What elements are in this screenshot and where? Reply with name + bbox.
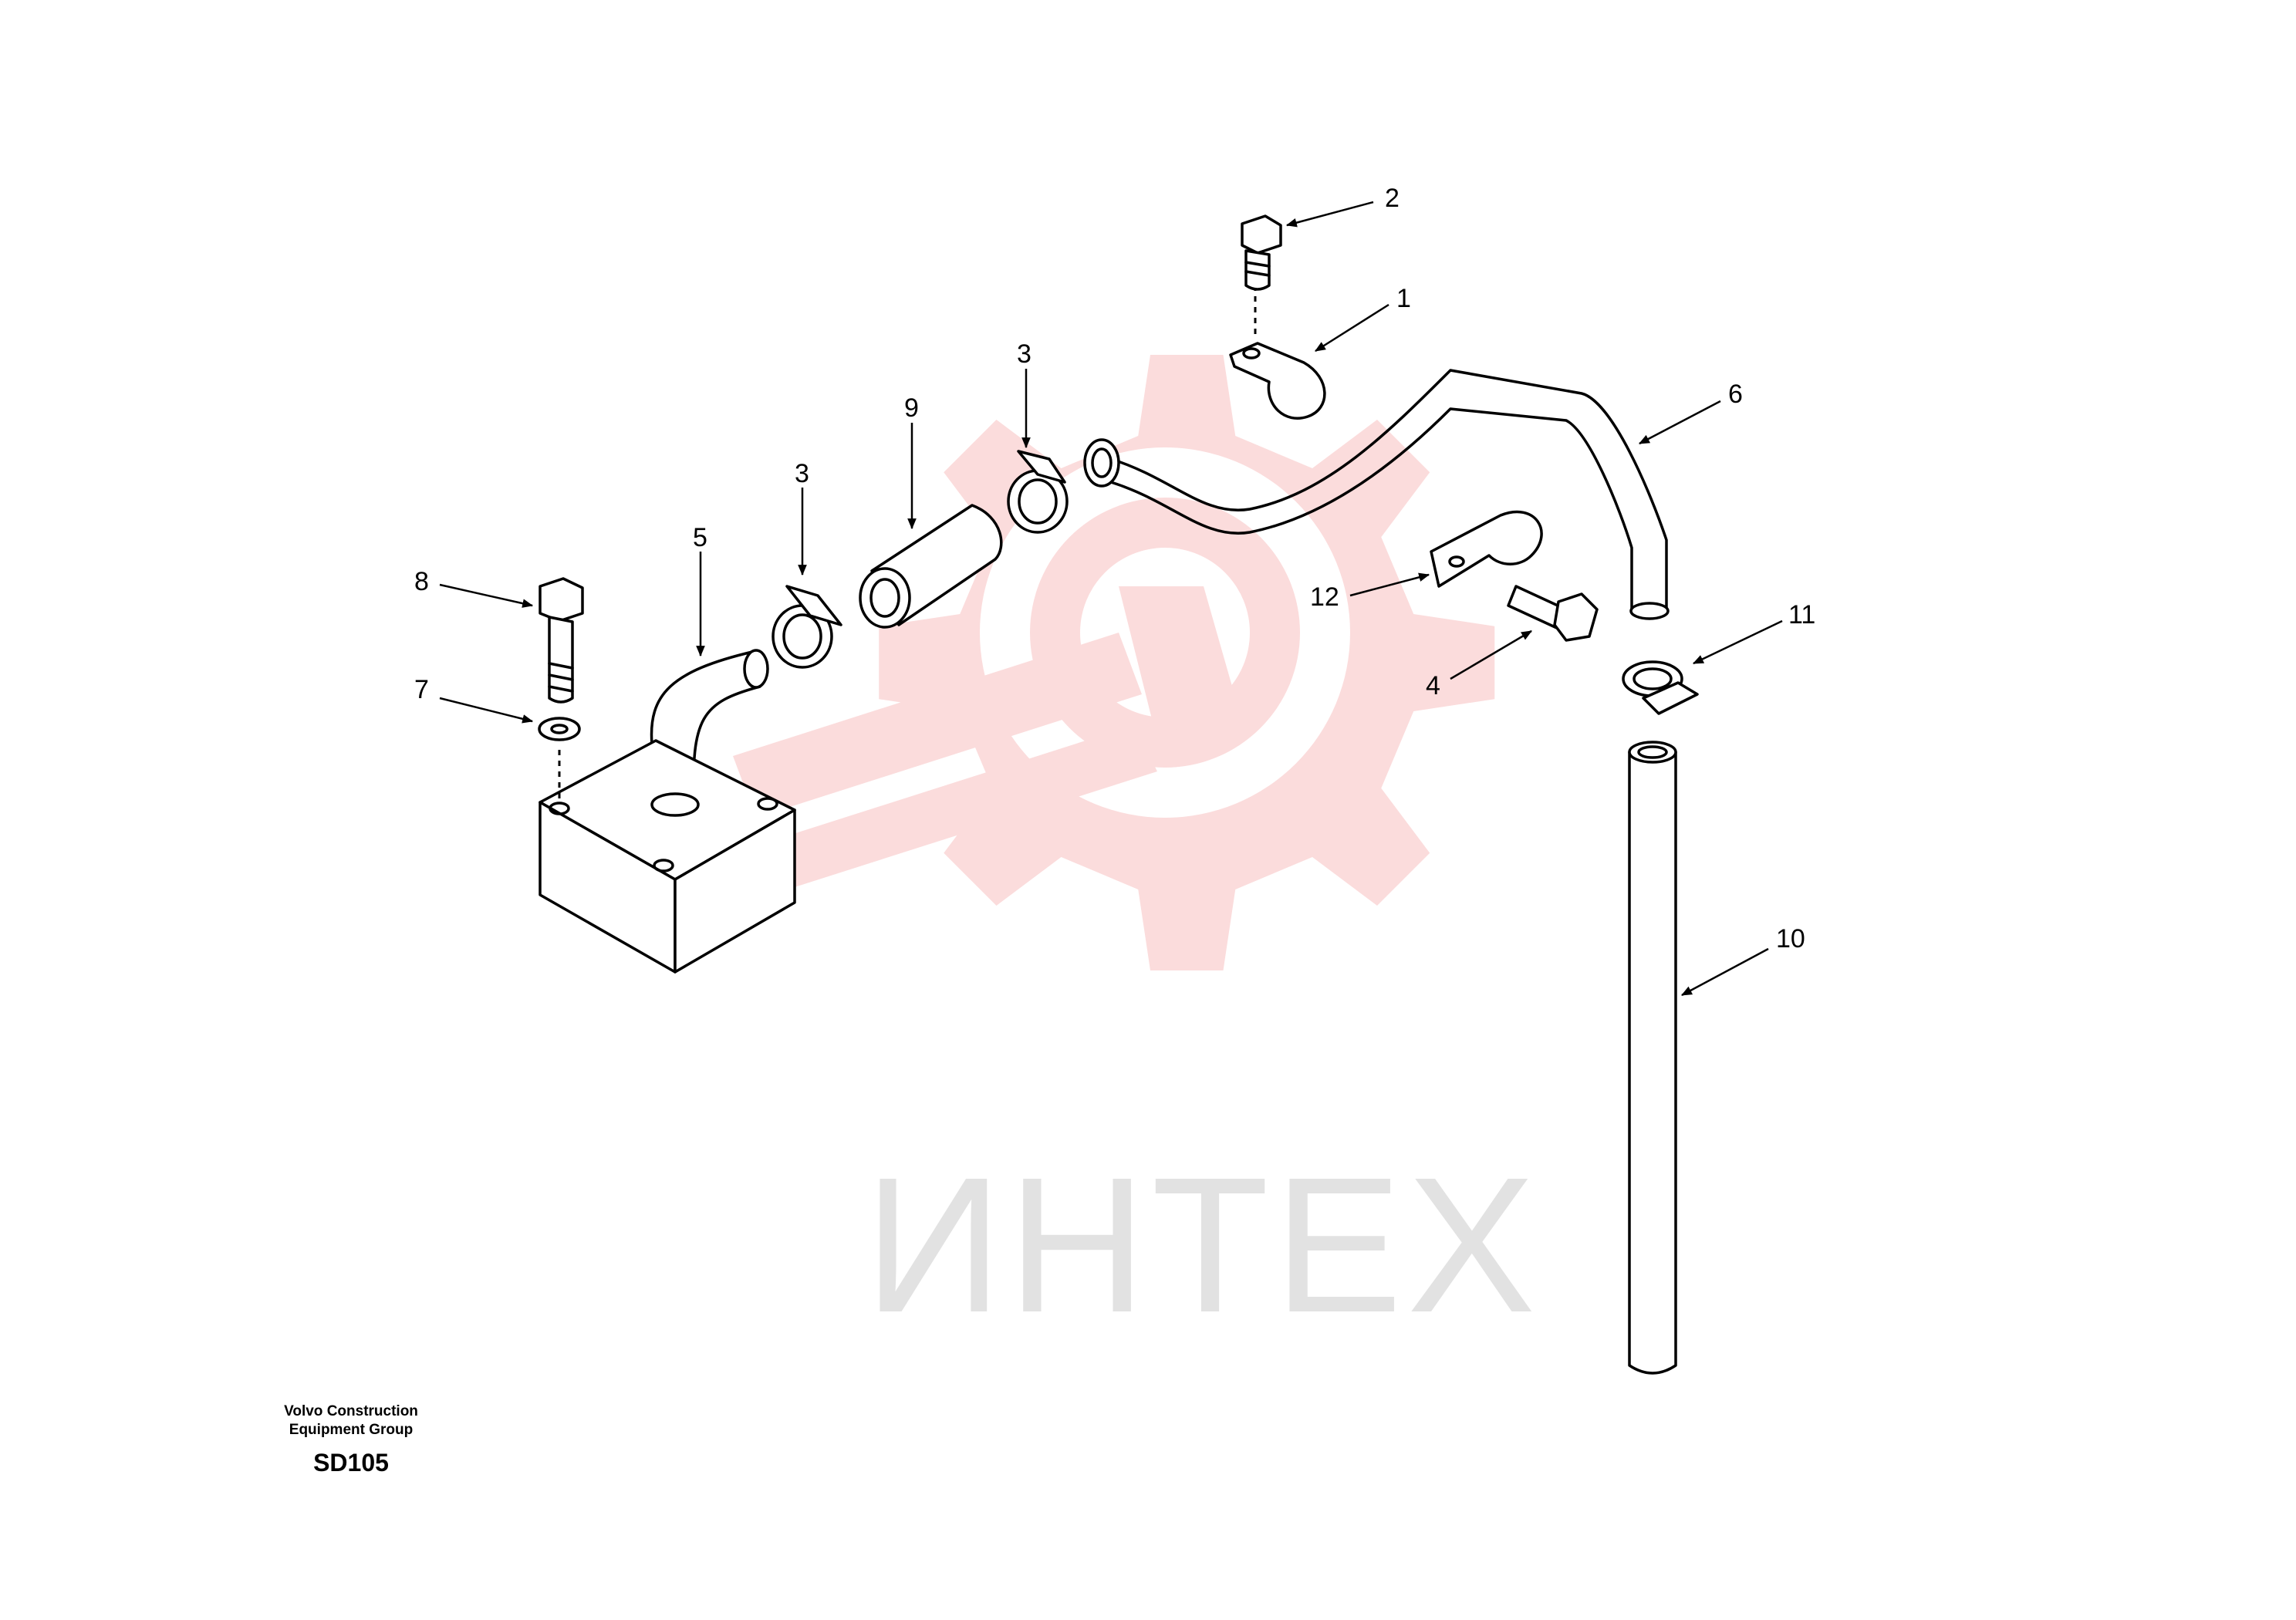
svg-text:1: 1	[1396, 284, 1411, 313]
part-2-bolt	[1241, 214, 1282, 291]
svg-text:2: 2	[1385, 184, 1400, 213]
callout-3-left: 3	[795, 459, 809, 576]
svg-text:4: 4	[1426, 671, 1440, 700]
callout-10: 10	[1680, 924, 1805, 997]
part-6-tube	[1083, 369, 1670, 620]
part-1-clamp	[1229, 285, 1326, 420]
filter-box	[539, 739, 796, 974]
svg-text:5: 5	[693, 523, 707, 552]
callout-6: 6	[1638, 380, 1743, 445]
svg-text:11: 11	[1788, 600, 1815, 629]
part-10-vertical-pipe	[1628, 741, 1677, 1375]
svg-text:3: 3	[1017, 339, 1032, 369]
part-4-bolt	[1507, 585, 1599, 642]
diagram-caption: Volvo Construction Equipment Group SD105	[239, 1402, 463, 1477]
callouts: 2 1 3 9 3 6 5 8	[414, 184, 1815, 997]
callout-3-right: 3	[1017, 339, 1032, 449]
svg-text:8: 8	[414, 567, 429, 596]
callout-2: 2	[1285, 184, 1400, 228]
part-7-washer	[538, 717, 581, 741]
part-12-clamp	[1430, 510, 1543, 588]
callout-8: 8	[414, 567, 534, 608]
svg-text:3: 3	[795, 459, 809, 488]
callout-9: 9	[904, 393, 919, 530]
part-3-hose-clamp-right	[1007, 450, 1069, 534]
caption-org-line-2: Equipment Group	[289, 1422, 414, 1438]
caption-diagram-code: SD105	[313, 1449, 389, 1477]
callout-7: 7	[414, 675, 534, 724]
callout-12: 12	[1310, 572, 1430, 612]
callout-1: 1	[1315, 284, 1411, 353]
part-8-bolt	[539, 577, 584, 704]
svg-text:9: 9	[904, 393, 919, 423]
watermark-text: ИНТЕХ	[864, 1137, 1540, 1352]
part-3-hose-clamp-left	[772, 585, 842, 669]
svg-text:7: 7	[414, 675, 429, 704]
part-9-hose	[859, 504, 1003, 629]
svg-text:12: 12	[1310, 582, 1339, 612]
svg-text:10: 10	[1776, 924, 1805, 953]
part-11-hose-clamp	[1622, 660, 1699, 715]
svg-text:6: 6	[1728, 380, 1743, 409]
callout-4: 4	[1426, 629, 1533, 700]
callout-11: 11	[1692, 600, 1815, 665]
caption-org-line-1: Volvo Construction	[284, 1403, 418, 1419]
callout-5: 5	[693, 523, 707, 657]
